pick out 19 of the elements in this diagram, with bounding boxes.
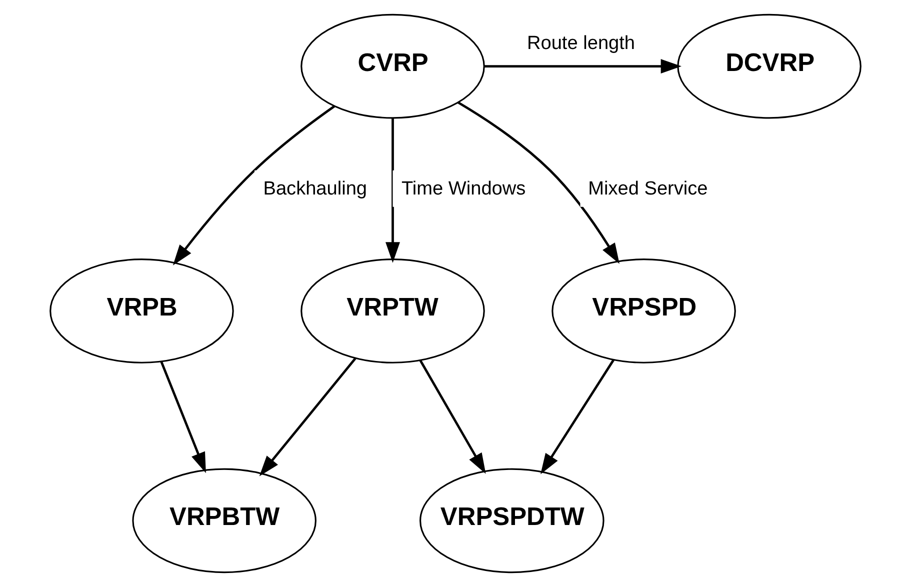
edge-label: Mixed Service bbox=[588, 178, 708, 200]
arrow bbox=[160, 361, 206, 474]
edge-label: Route length bbox=[526, 32, 635, 54]
node-ellipse: VRPSPD bbox=[551, 258, 736, 364]
node-ellipse: DCVRP bbox=[676, 14, 861, 119]
node-ellipse: VRPTW bbox=[300, 258, 484, 364]
arrow bbox=[484, 59, 681, 74]
arrow bbox=[418, 360, 486, 474]
arrow bbox=[457, 102, 619, 264]
node-ellipse: VRPB bbox=[49, 258, 234, 364]
node-ellipse: VRPBTW bbox=[132, 468, 316, 574]
arrow bbox=[172, 105, 335, 266]
arrow bbox=[385, 118, 400, 263]
node-ellipse: VRPSPDTW bbox=[419, 468, 604, 574]
arrow bbox=[540, 359, 614, 474]
edge-label: Time Windows bbox=[400, 178, 526, 200]
arrow bbox=[258, 358, 356, 476]
edge-label: Backhauling bbox=[262, 178, 367, 200]
node-ellipse: CVRP bbox=[300, 14, 484, 119]
